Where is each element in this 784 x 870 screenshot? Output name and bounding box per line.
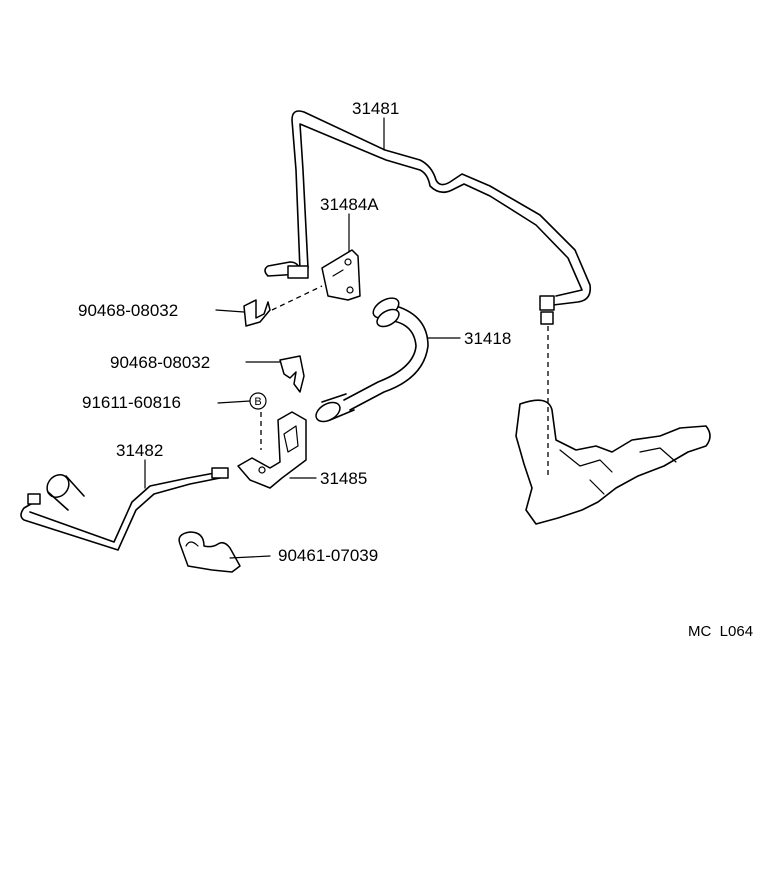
pipe-31481 — [264, 110, 592, 325]
label-90468-upper: 90468-08032 — [78, 301, 178, 320]
label-90468-lower: 90468-08032 — [110, 353, 210, 372]
label-31481: 31481 — [352, 99, 399, 118]
master-cylinder — [515, 399, 711, 525]
label-31482: 31482 — [116, 441, 163, 460]
clip-90468-upper — [243, 299, 271, 327]
pipe-31482 — [20, 467, 229, 551]
label-31485: 31485 — [320, 469, 367, 488]
leader-lines — [144, 117, 461, 559]
bolt-marker-label: B — [254, 396, 261, 408]
label-31418: 31418 — [464, 329, 511, 348]
diagram-code: MC L064 — [688, 623, 753, 640]
label-90461: 90461-07039 — [278, 546, 378, 565]
bracket-31484A — [321, 249, 361, 301]
hose-31418 — [315, 297, 429, 423]
clip-90468-lower — [279, 355, 305, 393]
bracket-31485 — [237, 411, 307, 489]
clamp-90461 — [178, 531, 241, 573]
bolt-marker: B — [249, 392, 267, 410]
label-91611: 91611-60816 — [82, 393, 181, 412]
label-31484A: 31484A — [320, 195, 379, 214]
